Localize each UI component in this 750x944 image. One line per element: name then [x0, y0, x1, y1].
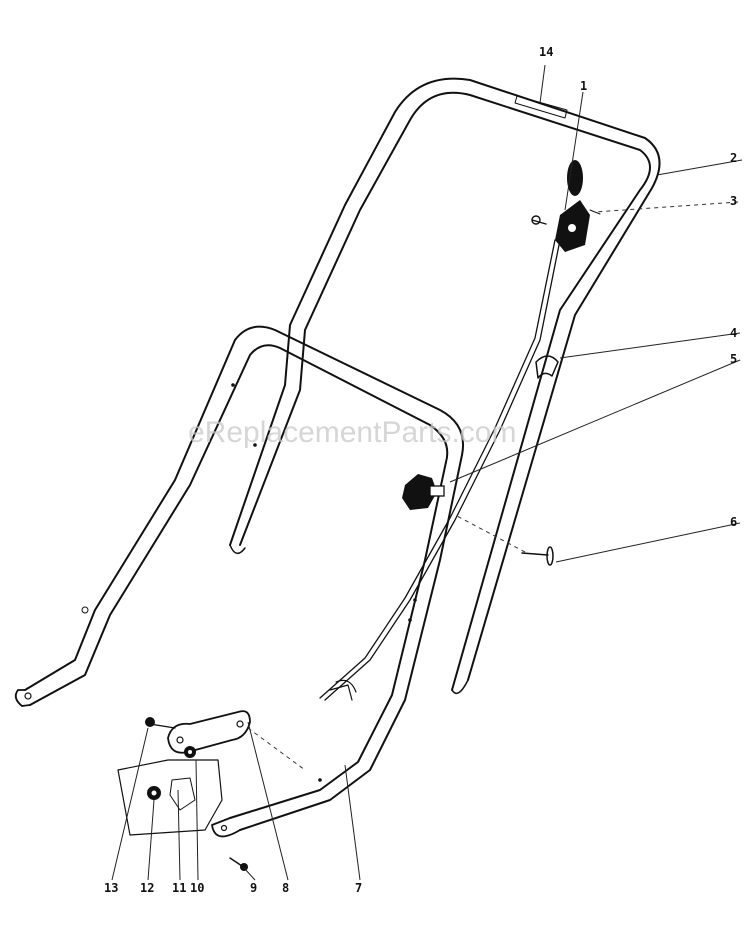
- callout-3: 3: [730, 194, 737, 208]
- callout-4: 4: [730, 326, 737, 340]
- callout-10: 10: [190, 881, 204, 895]
- callout-6: 6: [730, 515, 737, 529]
- carriage-bolt: [521, 546, 554, 566]
- callout-13: 13: [104, 881, 118, 895]
- control-cable: [319, 239, 561, 701]
- cable-tie: [535, 355, 559, 379]
- leader-lines: [111, 64, 743, 881]
- callout-8: 8: [282, 881, 289, 895]
- upper-handle: [229, 77, 661, 695]
- watermark-text: eReplacementParts.com: [188, 416, 516, 449]
- handle-knob: [402, 474, 445, 510]
- callout-9: 9: [250, 881, 257, 895]
- callout-5: 5: [730, 352, 737, 366]
- control-lever: [555, 160, 601, 252]
- screw-1: [531, 215, 547, 225]
- callout-2: 2: [730, 151, 737, 165]
- callout-11: 11: [172, 881, 186, 895]
- callout-7: 7: [355, 881, 362, 895]
- lower-handle: [14, 325, 464, 838]
- bracket-hardware: [117, 710, 251, 871]
- callout-14: 14: [539, 45, 553, 59]
- callout-12: 12: [140, 881, 154, 895]
- callout-1: 1: [580, 79, 587, 93]
